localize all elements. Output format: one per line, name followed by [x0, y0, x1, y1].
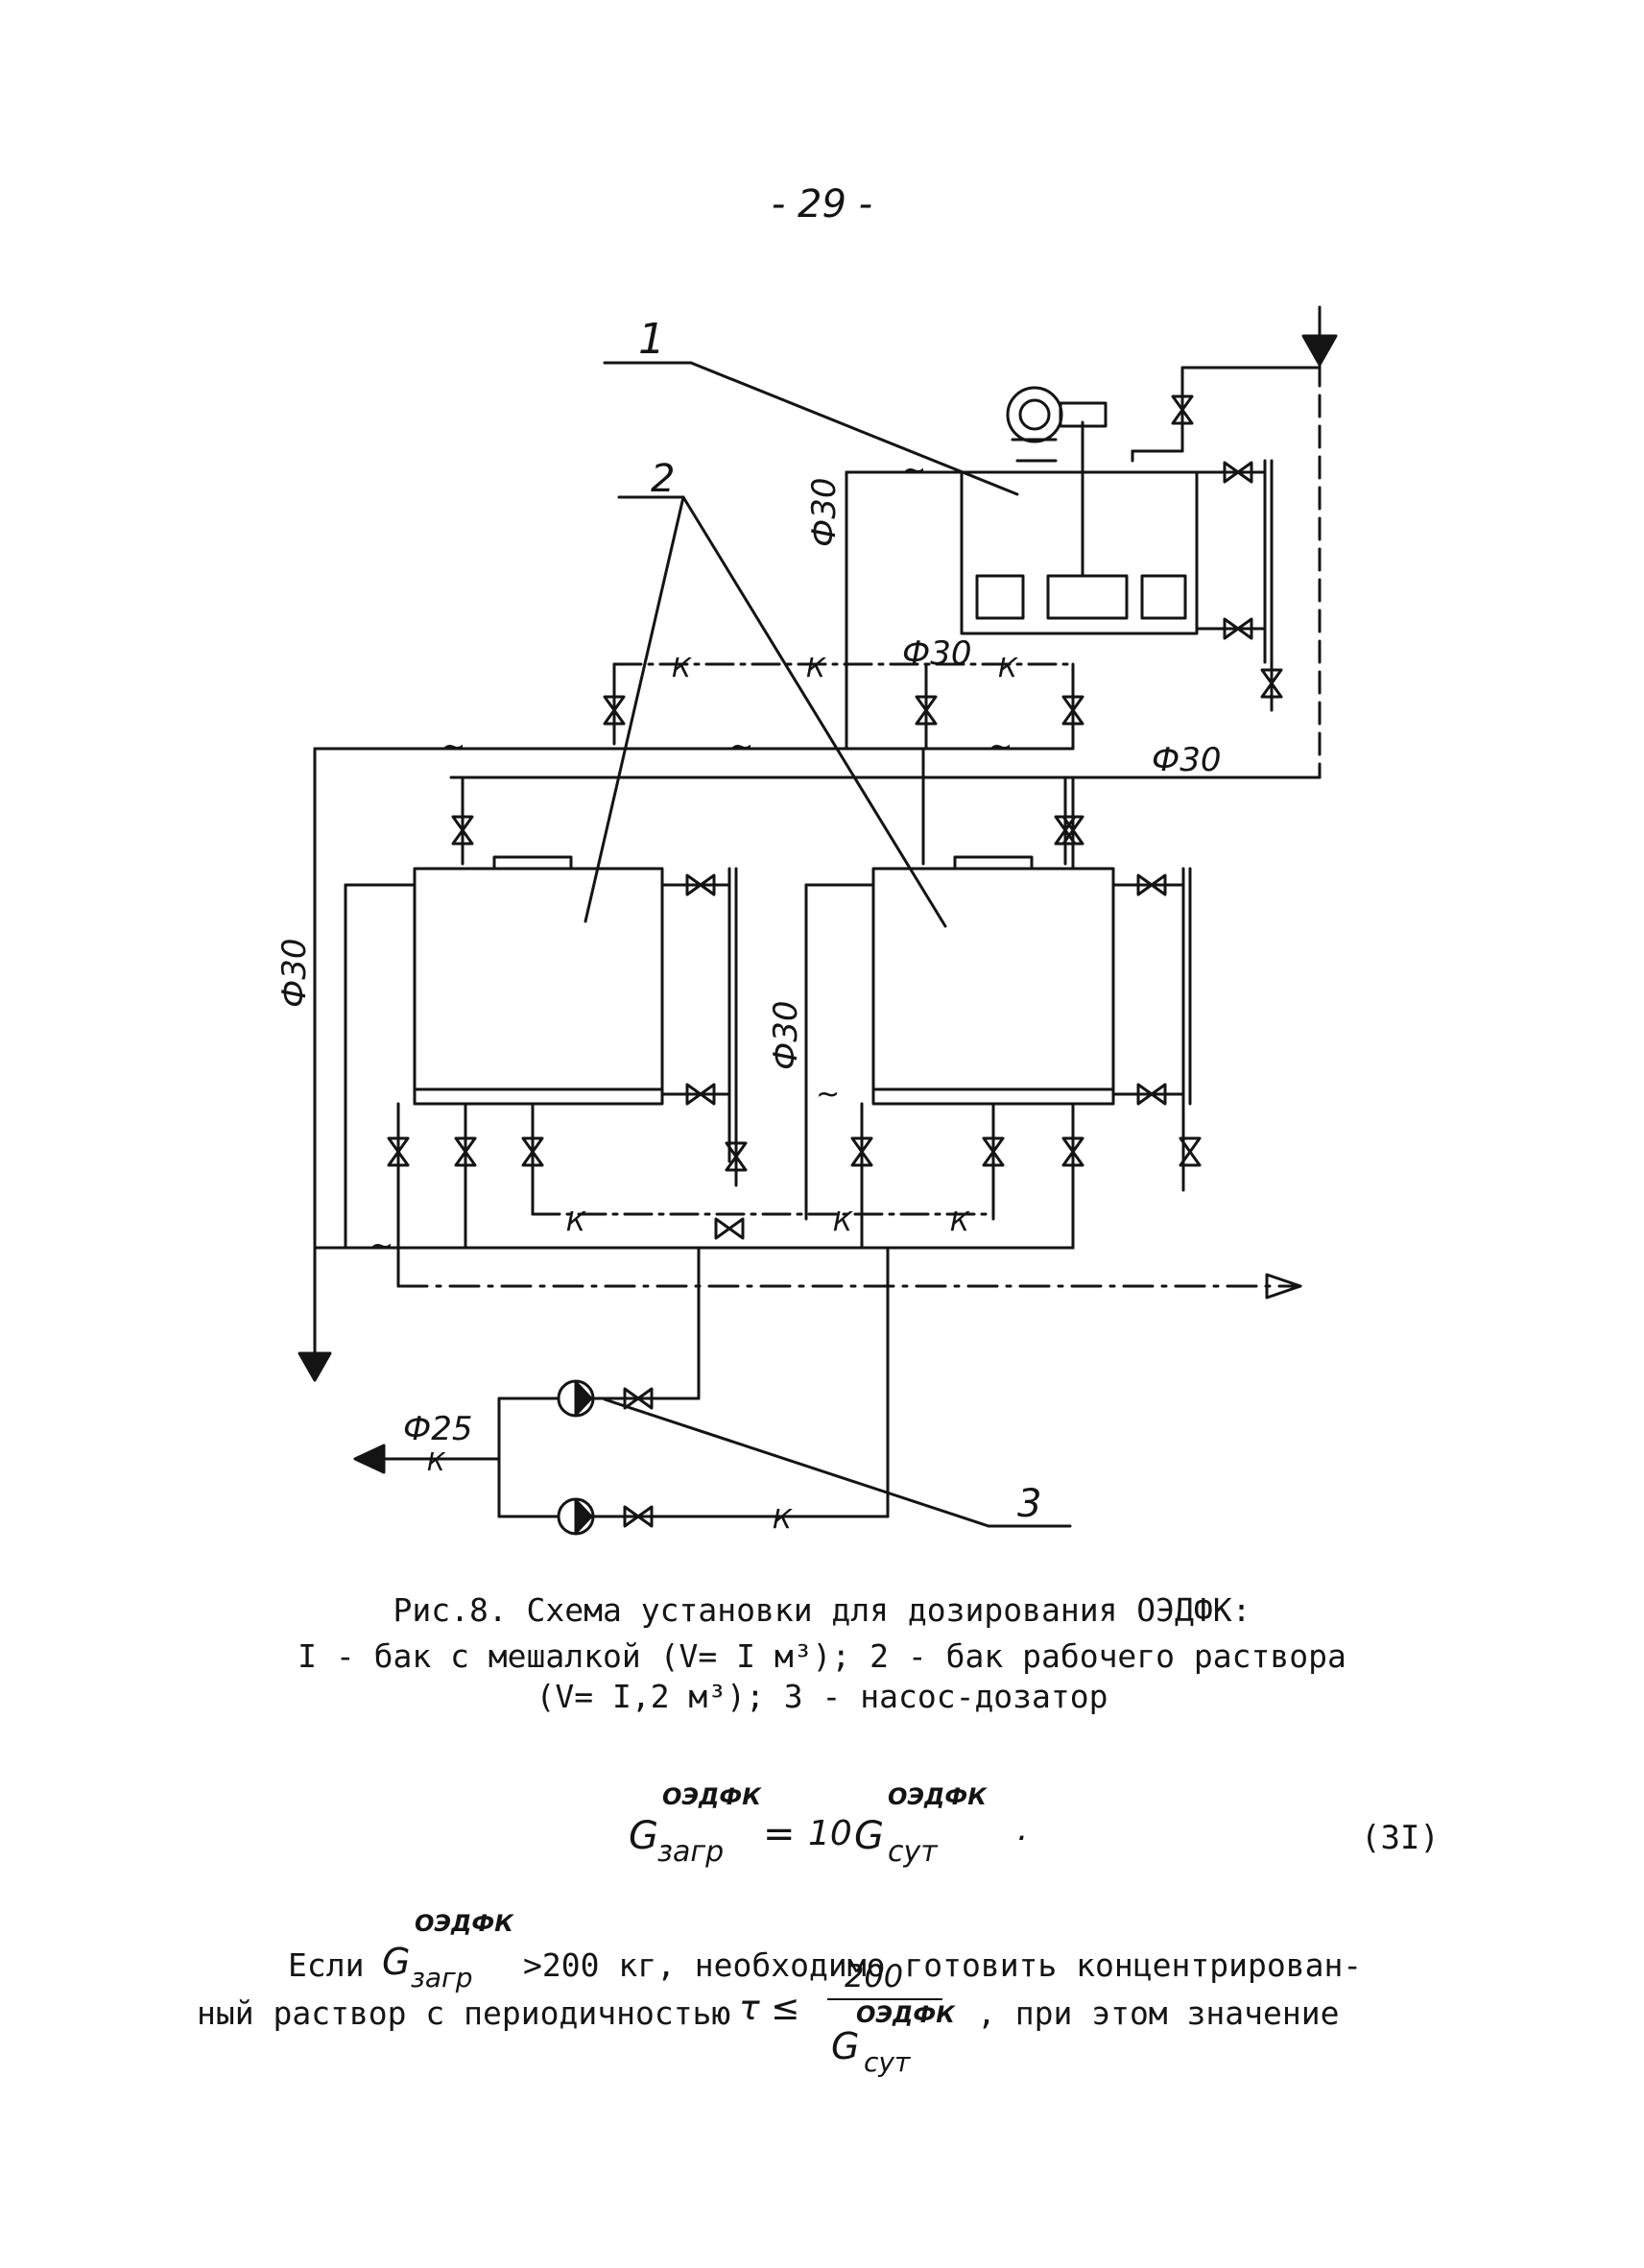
callout-leaders: [584, 361, 1072, 1528]
pipe-size-label: Ф30: [275, 938, 314, 1008]
line-mark-tilde: ~: [729, 730, 753, 764]
callout-1: 1: [638, 315, 665, 364]
line-mark-k: К: [833, 1206, 853, 1237]
fraction-numerator: 200: [845, 1958, 904, 1994]
figure-caption-line-1: Рис.8. Схема установки для дозирования О…: [393, 1591, 1251, 1629]
line-mark-k: К: [806, 652, 826, 683]
line-mark-tilde: ~: [989, 730, 1013, 764]
figure-caption-line-3: (V= I,2 м³); 3 - насос-дозатор: [536, 1678, 1108, 1715]
line-mark-tilde: ~: [816, 1078, 840, 1111]
formula-coefficient: 10: [808, 1814, 852, 1853]
page-number: - 29 -: [771, 182, 873, 227]
formula-number: (3I): [1361, 1819, 1440, 1857]
callout-2: 2: [651, 457, 675, 501]
line-mark-k: К: [672, 652, 692, 683]
line-mark-k: К: [773, 1503, 793, 1535]
water-supply-line: [1198, 363, 1322, 779]
outlet-arrow-icon: [353, 1444, 386, 1474]
pipe-size-label: Ф30: [902, 634, 972, 673]
line-mark-k: К: [950, 1206, 970, 1237]
callout-3: 3: [1017, 1482, 1041, 1526]
pipe-size-label: Ф25: [403, 1410, 473, 1448]
paragraph-line-1: >200 кг, необходимо готовить концентриро…: [523, 1946, 1363, 1984]
paragraph-g-subscript: загр: [411, 1962, 473, 1993]
fraction-denominator-symbol: G: [831, 2025, 860, 2067]
formula-lhs-superscript: ОЭДФК: [662, 1783, 761, 1810]
mixer-tank-1: [960, 386, 1199, 635]
formula-rhs-symbol: G: [854, 1814, 884, 1858]
formula-end: .: [1017, 1809, 1029, 1849]
formula-rhs-subscript: сут: [888, 1835, 938, 1869]
line-mark-tilde: ~: [441, 730, 465, 764]
line-mark-k: К: [998, 652, 1018, 683]
paragraph-g-symbol: G: [382, 1941, 411, 1983]
line-mark-tilde: ~: [369, 1229, 393, 1263]
fraction-denominator-subscript: сут: [864, 2046, 911, 2078]
supply-arrow-icon: [1301, 334, 1338, 367]
line-mark-k: К: [566, 1206, 586, 1237]
line-mark-tilde: ~: [902, 454, 926, 488]
figure-caption-line-2: I - бак с мешалкой (V= I м³); 2 - бак ра…: [298, 1637, 1346, 1675]
formula-rhs-superscript: ОЭДФК: [888, 1783, 987, 1810]
paragraph-line-2: ный раствор с периодичностью: [197, 1994, 731, 2032]
formula-lhs-subscript: загр: [657, 1835, 725, 1869]
paragraph-tau: τ ≤: [739, 1989, 800, 2028]
fraction-bar: [827, 1998, 942, 2000]
formula-lhs-symbol: G: [629, 1814, 658, 1858]
pipe-size-label: Ф30: [1152, 741, 1222, 779]
paragraph-word: Если: [288, 1946, 365, 1984]
paragraph-line-2-end: , при этом значение: [977, 1994, 1340, 2032]
formula-equals: =: [763, 1812, 796, 1856]
working-tank-2-right: [871, 855, 1115, 1106]
inlet-arrow-icon: [1265, 1273, 1302, 1300]
line-mark-k: К: [427, 1448, 446, 1477]
paragraph-g-superscript: ОЭДФК: [415, 1910, 513, 1937]
pipe-size-label: Ф30: [805, 477, 844, 547]
fraction-denominator-superscript: ОЭДФК: [856, 2001, 955, 2028]
pipe-size-label: Ф30: [767, 1000, 805, 1070]
working-tank-2-left: [413, 855, 664, 1106]
drain-arrow-icon: [298, 1351, 332, 1382]
